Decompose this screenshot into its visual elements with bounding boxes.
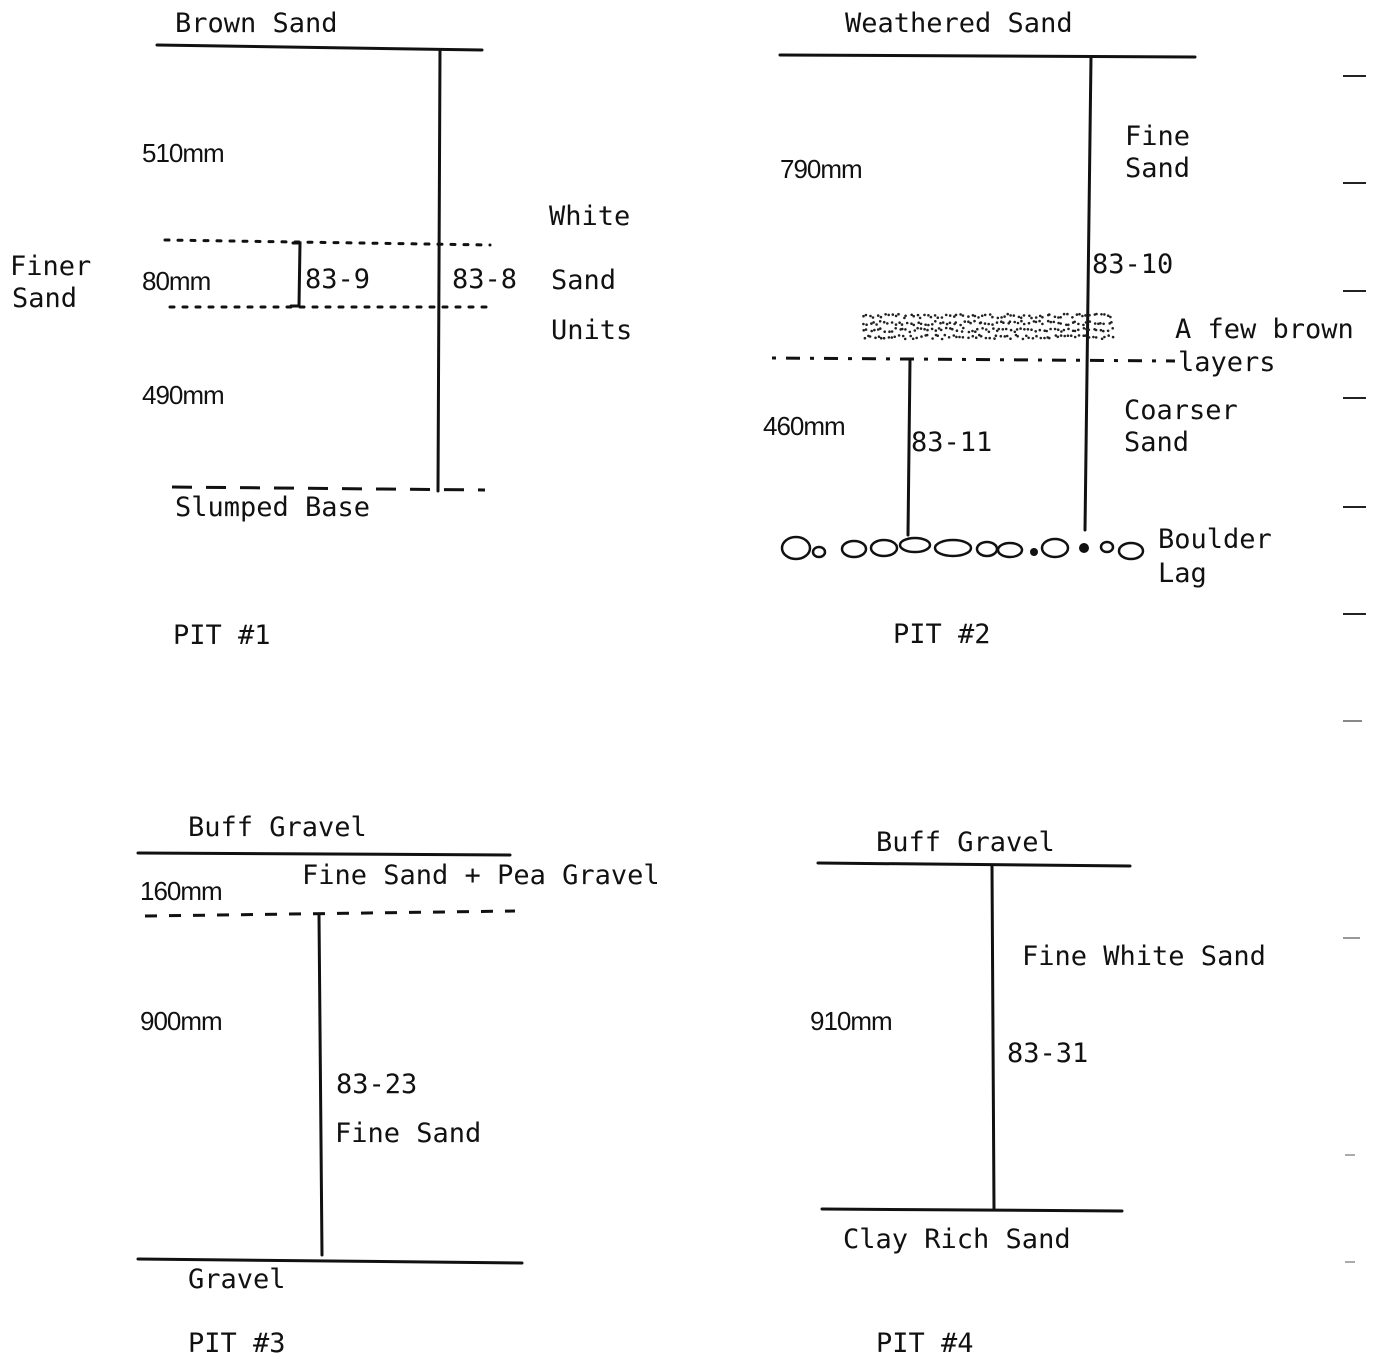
pit-2-dashed-boundary — [772, 358, 1175, 361]
pit-1-side-label-line2: Sand — [12, 283, 77, 314]
pit-2-lower-unit-line1: Coarser — [1124, 395, 1238, 426]
pit-2-lower-unit-line2: Sand — [1124, 427, 1189, 458]
pit-4-top-label: Buff Gravel — [876, 827, 1055, 858]
pit-1-top-line — [157, 45, 482, 50]
pit-4-sample-83-31: 83-31 — [1007, 1038, 1088, 1069]
pit-4-profile: Buff Gravel Fine White Sand 910mm 83-31 … — [810, 827, 1266, 1359]
pit-1-depth-lower: 490mm — [142, 380, 224, 410]
pit-1-upper-dotted-boundary — [165, 240, 490, 245]
pit-2-top-line — [780, 55, 1195, 57]
pit-4-top-line — [818, 863, 1130, 866]
pit-4-base-label: Clay Rich Sand — [843, 1224, 1071, 1255]
pit-1-depth-upper: 510mm — [142, 138, 224, 168]
pit-1-sample-83-8: 83-8 — [452, 264, 517, 295]
pit-4-depth: 910mm — [810, 1006, 892, 1036]
pit-1-base-label: Slumped Base — [175, 492, 370, 523]
pit-3-base-label: Gravel — [188, 1264, 286, 1295]
pit-2-depth-lower: 460mm — [763, 411, 845, 441]
pit-2-upper-unit-line2: Sand — [1125, 153, 1190, 184]
pit-1-profile: Brown Sand 510mm Finer Sand 80mm 83-9 83… — [10, 8, 632, 651]
pit-2-top-label: Weathered Sand — [845, 8, 1073, 39]
pit-1-top-label: Brown Sand — [175, 8, 338, 39]
pit-3-lower-unit: Fine Sand — [335, 1118, 481, 1149]
pit-2-layers-line2: layers — [1178, 347, 1276, 378]
pit-3-upper-unit: Fine Sand + Pea Gravel — [302, 860, 660, 891]
pit-2-upper-unit-line1: Fine — [1125, 121, 1190, 152]
pit-1-unit-line2: Sand — [551, 265, 616, 296]
pit-2-profile: Weathered Sand Fine Sand 790mm 83-10 A f… — [763, 8, 1354, 650]
pit-3-base-line — [138, 1259, 522, 1263]
pit-2-depth-upper: 790mm — [780, 154, 862, 184]
pit-4-unit: Fine White Sand — [1022, 941, 1266, 972]
margin-tick-marks — [1343, 76, 1366, 1262]
pit-2-sample-83-10: 83-10 — [1092, 249, 1173, 280]
pit-3-top-label: Buff Gravel — [188, 812, 367, 843]
pit-2-base-line2: Lag — [1158, 558, 1207, 589]
pit-2-base-line1: Boulder — [1158, 524, 1272, 555]
pit-3-depth-lower: 900mm — [140, 1006, 222, 1036]
pit-3-sample-83-23-line — [319, 915, 322, 1255]
pit-3-profile: Buff Gravel Fine Sand + Pea Gravel 160mm… — [138, 812, 660, 1359]
pit-1-unit-line3: Units — [551, 315, 632, 346]
pit-2-boulder-lag-symbols — [782, 537, 1143, 559]
pit-1-depth-middle: 80mm — [142, 266, 210, 296]
pit-2-brown-layers-stipple — [862, 313, 1114, 341]
pit-2-sample-83-10-line — [1085, 57, 1091, 530]
pit-4-title: PIT #4 — [876, 1328, 974, 1359]
pit-1-title: PIT #1 — [173, 620, 271, 651]
pit-3-sample-83-23: 83-23 — [336, 1069, 417, 1100]
pit-1-sample-83-8-line — [438, 50, 440, 491]
pit-3-dashed-boundary — [145, 911, 515, 916]
pit-2-title: PIT #2 — [893, 619, 991, 650]
pit-1-sample-83-9: 83-9 — [305, 264, 370, 295]
pit-3-depth-upper: 160mm — [140, 876, 222, 906]
pit-1-side-label-line1: Finer — [10, 251, 91, 282]
pit-2-sample-83-11: 83-11 — [911, 427, 992, 458]
pit-4-sample-83-31-line — [992, 866, 994, 1209]
pit-1-sample-83-9-bracket — [291, 243, 300, 306]
pit-3-title: PIT #3 — [188, 1328, 286, 1359]
pit-2-sample-83-11-line — [908, 360, 910, 535]
pit-2-layers-line1: A few brown — [1175, 314, 1354, 345]
pit-4-base-line — [822, 1209, 1122, 1211]
pit-3-top-line — [138, 853, 510, 855]
pit-1-unit-line1: White — [549, 201, 630, 232]
